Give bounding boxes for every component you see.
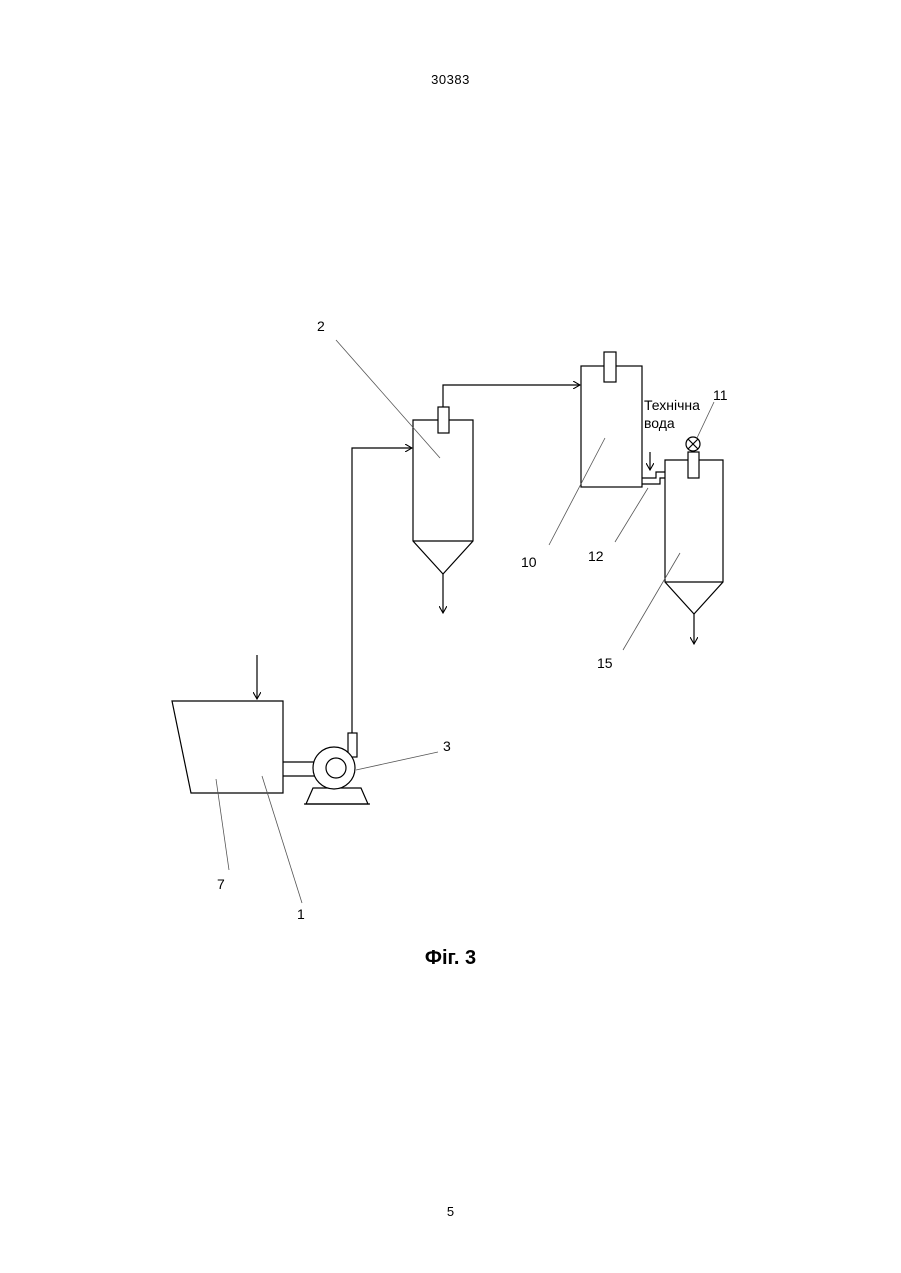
pump [304,733,370,804]
separator-15 [665,452,723,614]
label-10: 10 [521,554,537,570]
label-15: 15 [597,655,613,671]
separator-to-tank-line [443,385,580,407]
separator-2 [413,407,473,574]
valve-icon [686,437,700,451]
connector-12 [642,472,665,484]
label-1: 1 [297,906,305,922]
pump-discharge-line [352,448,412,733]
technical-water-label-line1: Технічна [644,397,700,413]
label-2: 2 [317,318,325,334]
technical-water-label-line2: вода [644,415,675,431]
receiving-tank [172,701,283,793]
leader-lines [216,340,714,903]
page-number: 5 [0,1204,901,1219]
figure-caption: Фіг. 3 [0,947,901,970]
label-3: 3 [443,738,451,754]
label-12: 12 [588,548,604,564]
label-7: 7 [217,876,225,892]
label-11: 11 [713,387,728,403]
